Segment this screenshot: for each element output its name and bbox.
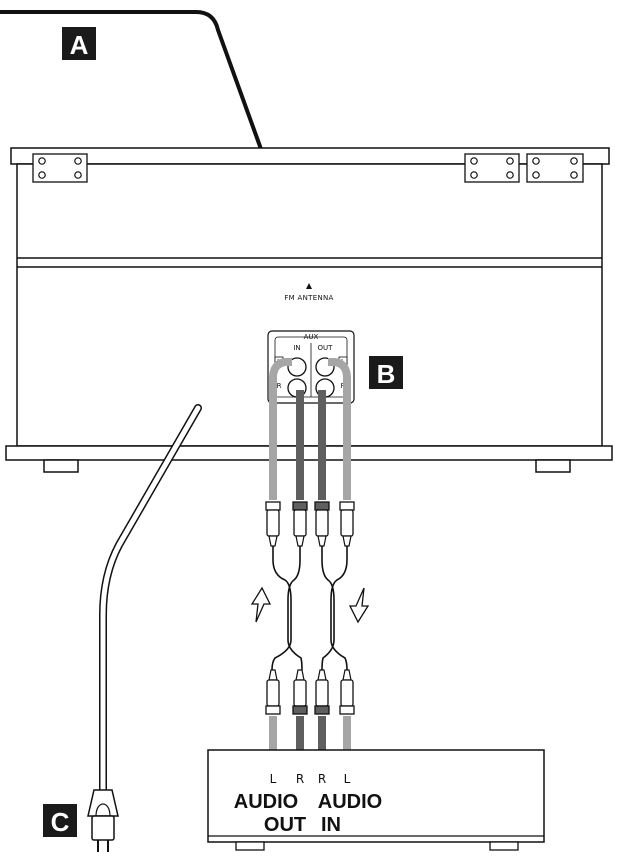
twin-lead-left <box>271 546 292 671</box>
rca-plug-upper-l2 <box>339 501 355 547</box>
rca-plug-lower-r1 <box>292 669 308 715</box>
port-label: R <box>318 772 326 786</box>
rca-plug-upper-r2 <box>314 501 330 547</box>
callout-c: C <box>43 804 77 837</box>
fm-antenna-wire <box>0 10 311 284</box>
main-unit: FM ANTENNA AUX IN OUT L L R R B <box>5 147 613 473</box>
cable-out-left-upper <box>328 358 351 500</box>
aux-in-label: IN <box>293 344 300 352</box>
aux-out-label: OUT <box>318 344 334 352</box>
callout-b: B <box>369 356 403 389</box>
audio-in-label-line2: IN <box>321 814 341 836</box>
terminal-block-middle <box>464 153 520 183</box>
twin-lead-right <box>321 546 335 671</box>
audio-out-label-line2: OUT <box>264 814 306 836</box>
power-plug <box>87 789 119 817</box>
external-device-body <box>207 749 545 843</box>
aux-in-right-mark: R <box>277 382 282 390</box>
port-label: L <box>344 772 351 786</box>
aux-in-left-jack <box>287 357 307 377</box>
unit-body <box>16 163 603 447</box>
external-device-foot-right <box>489 841 519 851</box>
unit-foot-right <box>535 459 571 473</box>
rca-plug-upper-l1 <box>265 501 281 547</box>
terminal-block-right <box>526 153 584 183</box>
fm-antenna-jack-marker <box>306 283 312 289</box>
rca-plug-lower-l1 <box>265 669 281 715</box>
rca-plug-upper-r1 <box>292 501 308 547</box>
up-arrow-icon <box>250 586 272 623</box>
twin-lead-left <box>287 546 303 671</box>
audio-out-label-line1: AUDIO <box>234 791 298 813</box>
external-device-foot-left <box>235 841 265 851</box>
cable-in-left-upper <box>269 358 292 500</box>
unit-foot-left <box>43 459 79 473</box>
callout-a-letter: A <box>70 30 89 60</box>
callout-b-letter: B <box>377 359 396 389</box>
fm-antenna-label: FM ANTENNA <box>284 294 333 302</box>
twin-lead-right <box>330 546 348 671</box>
callout-c-letter: C <box>51 807 70 837</box>
rca-plug-lower-l2 <box>339 669 355 715</box>
terminal-block-left <box>32 153 88 183</box>
port-label: R <box>296 772 304 786</box>
power-cord <box>87 404 202 852</box>
down-arrow-icon <box>348 587 370 624</box>
aux-label: AUX <box>304 333 319 341</box>
callout-a: A <box>62 27 96 60</box>
rca-plug-lower-r2 <box>314 669 330 715</box>
unit-base <box>5 445 613 461</box>
port-label: L <box>270 772 277 786</box>
audio-in-label-line1: AUDIO <box>318 791 382 813</box>
external-device: L R R L AUDIO OUT AUDIO IN <box>207 749 545 851</box>
